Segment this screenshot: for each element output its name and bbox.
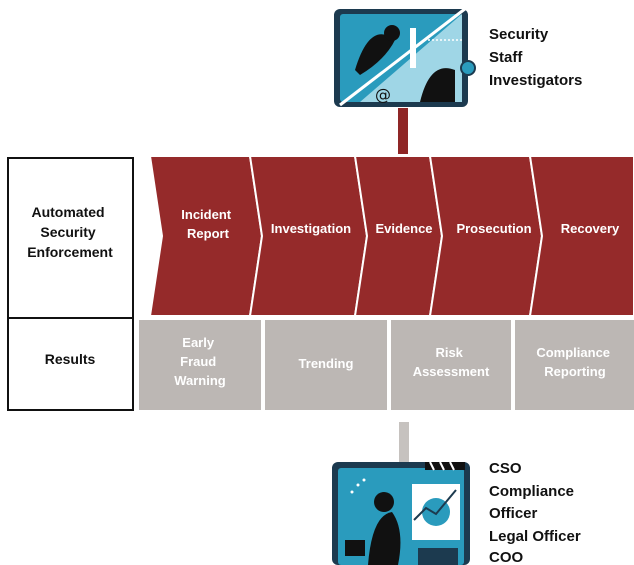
- step-label-recovery: Recovery: [561, 221, 620, 236]
- result-box: [391, 320, 511, 410]
- result-label-trending: Trending: [299, 356, 354, 371]
- bottom-actor-line: Legal Officer: [489, 528, 581, 545]
- step-label-incident-report: Incident Report: [181, 207, 234, 241]
- result-box: [139, 320, 261, 410]
- chevron-step: [353, 155, 444, 317]
- executive-illustration-icon: [332, 461, 470, 565]
- step-label-prosecution: Prosecution: [456, 221, 531, 236]
- chevron-step: [428, 155, 544, 317]
- bottom-actor-line: COO: [489, 549, 524, 565]
- process-chevrons: [140, 155, 634, 317]
- bottom-actor-label: CSO Compliance Officer Legal Officer COO: [489, 460, 585, 565]
- chevron-step: [528, 155, 634, 317]
- results-boxes: [139, 320, 634, 410]
- bottom-actor-line: Compliance: [489, 483, 574, 500]
- chevron-lead-cut: [140, 156, 162, 316]
- result-label-compliance-reporting: Compliance Reporting: [536, 345, 613, 379]
- step-label-evidence: Evidence: [375, 221, 432, 236]
- top-actor-label: Security Staff Investigators: [489, 26, 582, 89]
- bottom-actor-line: CSO: [489, 460, 522, 477]
- top-connector: [398, 108, 408, 154]
- svg-text:@: @: [375, 85, 391, 104]
- results-row-label: Results: [45, 351, 96, 367]
- bottom-actor-line: Officer: [489, 505, 538, 522]
- top-actor-line: Investigators: [489, 72, 582, 89]
- bottom-connector: [399, 422, 409, 462]
- step-label-investigation: Investigation: [271, 221, 351, 236]
- top-actor-line: Staff: [489, 49, 523, 66]
- result-box: [515, 320, 634, 410]
- row-label-box-results: [7, 317, 134, 411]
- result-label-early-fraud-warning: Early Fraud Warning: [174, 335, 226, 388]
- result-box: [265, 320, 387, 410]
- enforcement-row-label: Automated Security Enforcement: [27, 204, 113, 260]
- result-label-risk-assessment: Risk Assessment: [413, 345, 490, 379]
- row-label-box-enforcement: [7, 157, 134, 319]
- top-actor-line: Security: [489, 26, 549, 43]
- security-staff-illustration-icon: @: [334, 3, 476, 107]
- chevron-step: [248, 155, 369, 317]
